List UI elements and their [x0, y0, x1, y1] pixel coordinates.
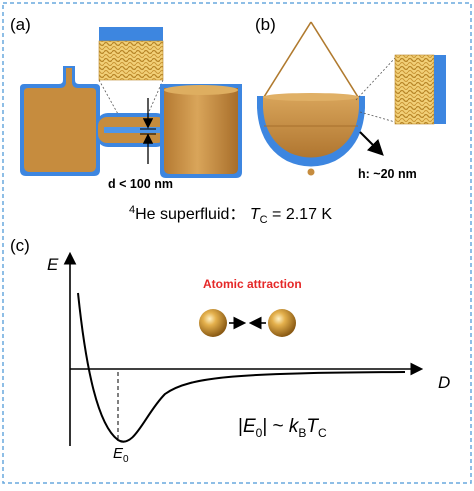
- y-axis-label: E: [47, 255, 59, 274]
- left-flask: [20, 66, 100, 176]
- superfluid-caption: 4He superfluid： TC = 2.17 K: [129, 204, 332, 226]
- panel-a-label: (a): [10, 15, 31, 34]
- bowl-rim: [263, 93, 359, 101]
- string-right: [310, 21, 359, 98]
- relation-k: k: [289, 416, 300, 437]
- gap-marker: [140, 98, 156, 164]
- inset-gold-texture: [98, 40, 164, 81]
- right-beaker-rim: [164, 85, 238, 95]
- panel-a: (a): [10, 15, 242, 191]
- bowl-drip: [307, 168, 315, 176]
- panel-c: (c) E D E0 Atomic attraction |E0| ~ kBTC: [10, 236, 450, 465]
- panel-a-inset: [98, 27, 164, 133]
- inset-guide-line-right: [139, 79, 164, 133]
- caption-he-text: He superfluid：: [135, 206, 250, 223]
- gap-label: d < 100 nm: [108, 177, 173, 191]
- inset-b-guide-bottom: [359, 111, 396, 123]
- left-flask-body: [24, 68, 96, 172]
- string-left: [263, 21, 312, 98]
- film-label: h: ~20 nm: [358, 167, 417, 181]
- inset-b-helium-layer: [434, 55, 446, 124]
- panel-b-label: (b): [255, 15, 276, 34]
- relation-t-sub: C: [318, 426, 327, 440]
- atom-right: [268, 309, 296, 337]
- bowl: [257, 93, 365, 176]
- bowl-body: [263, 96, 359, 158]
- e0-subscript: 0: [123, 454, 129, 465]
- inset-b-guide-top: [355, 57, 396, 101]
- relation-e: E: [243, 416, 256, 437]
- potential-curve: [77, 292, 406, 443]
- inset-b-gold-texture: [394, 54, 435, 125]
- film-arrow: [359, 131, 384, 156]
- attraction-title: Atomic attraction: [203, 277, 302, 291]
- dashed-border: [2, 2, 472, 484]
- panel-b-inset: [355, 54, 446, 125]
- caption-superscript: 4: [129, 204, 135, 216]
- channel-gap: [104, 127, 164, 133]
- caption-tc-subscript: C: [260, 214, 268, 226]
- relation-mid: | ~: [262, 416, 289, 437]
- relation-bar-open: |: [238, 416, 243, 437]
- caption-tc-symbol: T: [250, 206, 261, 223]
- energy-relation: |E0| ~ kBTC: [238, 416, 327, 440]
- panel-c-label: (c): [10, 236, 30, 255]
- e0-label: E0: [113, 445, 129, 465]
- caption-tc-value: = 2.17 K: [268, 206, 333, 223]
- channel: [96, 113, 168, 147]
- right-beaker: [160, 84, 242, 178]
- relation-e-sub: 0: [256, 426, 263, 440]
- atom-left: [199, 309, 227, 337]
- x-axis-label: D: [438, 373, 450, 392]
- inset-helium-layer: [99, 27, 163, 41]
- panel-b: (b) h: ~20 nm: [255, 15, 446, 181]
- e0-symbol: E: [113, 445, 124, 462]
- relation-k-sub: B: [298, 426, 306, 440]
- relation-t: T: [306, 416, 319, 437]
- right-beaker-body: [164, 88, 238, 174]
